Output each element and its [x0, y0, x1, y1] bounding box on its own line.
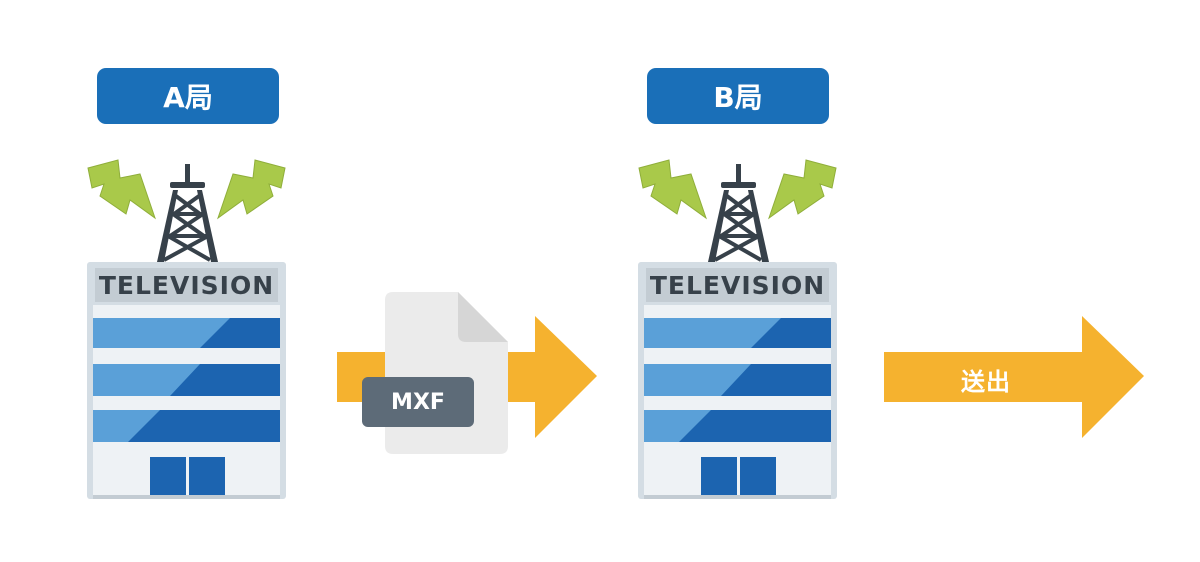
antenna-tower-icon [706, 162, 771, 264]
signal-left-icon [638, 159, 707, 219]
antenna-tower-icon [155, 162, 220, 264]
station-a-sign: TELEVISION [99, 271, 274, 300]
signal-left-icon [87, 159, 156, 219]
station-b-sign: TELEVISION [650, 271, 825, 300]
signal-right-icon [217, 159, 286, 219]
station-b: TELEVISION [638, 159, 837, 499]
output-arrow [884, 316, 1144, 438]
station-a-label: A局 [97, 68, 279, 124]
station-b-label: B局 [647, 68, 829, 124]
signal-right-icon [768, 159, 837, 219]
station-a: TELEVISION [87, 159, 286, 499]
output-label: 送出 [961, 368, 1011, 396]
document-icon [385, 292, 508, 454]
file-format-badge: MXF [362, 377, 474, 427]
